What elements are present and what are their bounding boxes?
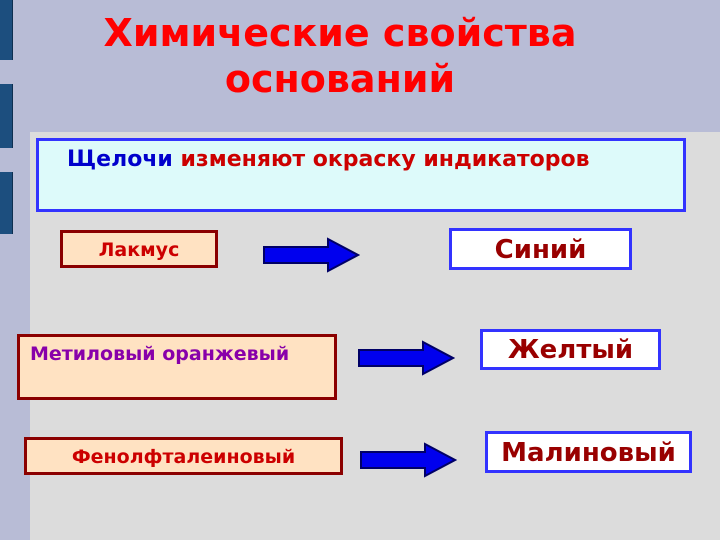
indicator-box-litmus: Лакмус — [60, 230, 218, 268]
left-decor-bar-1 — [0, 0, 13, 60]
title-line-1: Химические свойства — [103, 11, 577, 55]
arrow-right-icon — [360, 442, 457, 478]
result-label: Желтый — [507, 335, 634, 365]
indicator-label: Лакмус — [98, 239, 180, 261]
indicator-label: Фенолфталеиновый — [71, 446, 296, 468]
slide-title: Химические свойства оснований — [60, 10, 620, 102]
indicator-label: Метиловый оранжевый — [30, 343, 290, 365]
result-box-yellow: Желтый — [480, 329, 661, 370]
headline-word-alkali: Щелочи — [67, 147, 173, 172]
arrow-right-icon — [263, 237, 360, 273]
indicator-box-phenolphthalein: Фенолфталеиновый — [24, 437, 343, 475]
left-decor-bar-3 — [0, 172, 13, 234]
left-decor-bar-2 — [0, 84, 13, 148]
arrow-right-icon — [358, 340, 455, 376]
result-label: Синий — [494, 235, 587, 265]
result-box-blue: Синий — [449, 228, 632, 270]
headline-text: изменяют окраску индикаторов — [180, 147, 590, 172]
headline-box: Щелочи изменяют окраску индикаторов — [36, 138, 686, 212]
title-line-2: оснований — [224, 57, 456, 101]
indicator-box-methyl-orange: Метиловый оранжевый — [17, 334, 337, 400]
result-label: Малиновый — [501, 438, 676, 468]
result-box-crimson: Малиновый — [485, 431, 692, 473]
